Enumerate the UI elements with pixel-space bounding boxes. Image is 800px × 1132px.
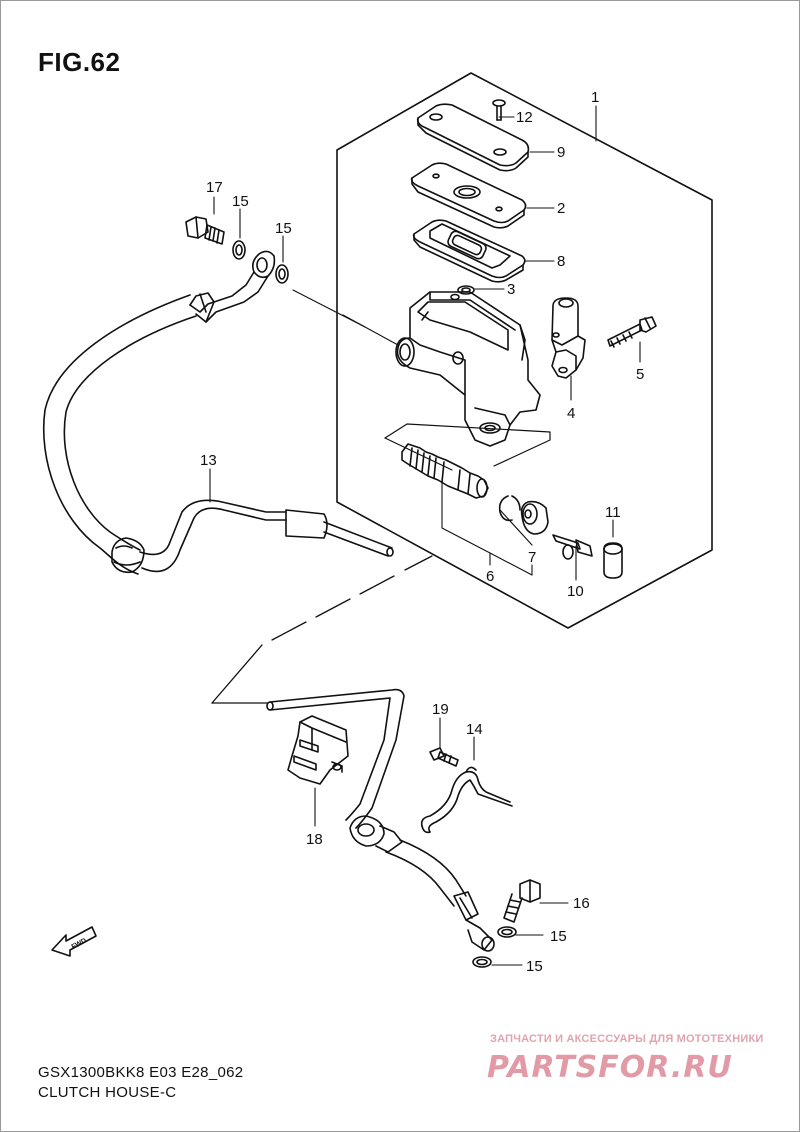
part-13-pipe-lower — [266, 688, 405, 829]
part-14-clip-spring — [420, 766, 513, 834]
callout-4: 4 — [567, 405, 575, 422]
part-6-piston-kit-frame — [384, 423, 551, 471]
part-15-washer-upper-right — [275, 264, 289, 284]
callout-13: 13 — [200, 452, 217, 469]
callout-3: 3 — [507, 281, 515, 298]
section-name: CLUTCH HOUSE-C — [38, 1084, 177, 1101]
part-6-piston — [401, 443, 489, 499]
callout-11: 11 — [605, 504, 621, 521]
callout-15-b: 15 — [275, 220, 292, 237]
part-15-washer-upper-left — [232, 240, 246, 260]
part-8-diaphragm — [412, 219, 526, 283]
watermark-logo-text: PARTSFOR.RU — [487, 1050, 733, 1084]
part-16-banjo-bolt — [503, 879, 541, 923]
watermark-logo: PARTSFOR.RU — [487, 1050, 733, 1084]
callout-labels: 1 12 9 2 8 3 4 5 6 7 10 11 13 14 15 15 1… — [200, 89, 644, 975]
callout-8: 8 — [557, 253, 565, 270]
callout-18: 18 — [306, 831, 323, 848]
part-7-dust-boot — [520, 500, 549, 535]
callout-2: 2 — [557, 200, 565, 217]
part-17-banjo-bolt — [185, 216, 225, 245]
master-cylinder-body — [395, 291, 541, 447]
callout-15-a: 15 — [232, 193, 249, 210]
assembly-outline — [336, 72, 713, 629]
part-5-bolt — [607, 316, 657, 348]
callout-16: 16 — [573, 895, 590, 912]
fwd-arrow-icon — [51, 926, 97, 957]
part-9-reservoir-cap — [416, 103, 530, 172]
part-4-clamp — [551, 297, 586, 379]
callout-9: 9 — [557, 144, 565, 161]
part-19-bolt — [429, 747, 459, 767]
model-code: GSX1300BKK8 E03 E28_062 — [38, 1064, 244, 1081]
callout-7: 7 — [528, 549, 536, 566]
callout-15-c: 15 — [550, 928, 567, 945]
part-12-screw — [492, 99, 506, 121]
part-15-washer-lower-left — [472, 956, 492, 968]
break-indicator-lines — [211, 555, 433, 704]
part-15-washer-lower-right — [497, 926, 517, 938]
upper-clutch-hose — [42, 250, 276, 575]
watermark-tagline: ЗАПЧАСТИ И АКСЕССУАРЫ ДЛЯ МОТОТЕХНИКИ — [490, 1033, 764, 1045]
callout-15-d: 15 — [526, 958, 543, 975]
part-10-push-rod — [552, 534, 593, 560]
lower-clutch-hose — [349, 815, 495, 952]
figure-title: FIG.62 — [38, 47, 121, 77]
callout-17: 17 — [206, 179, 223, 196]
part-11-cap — [603, 542, 623, 579]
part-18-holder — [287, 715, 349, 785]
callout-14: 14 — [466, 721, 483, 738]
callout-12: 12 — [516, 109, 533, 126]
callout-5: 5 — [636, 366, 644, 383]
part-2-plate — [410, 162, 527, 229]
callout-10: 10 — [567, 583, 584, 600]
callout-6: 6 — [486, 568, 494, 585]
part-13-pipe-upper — [139, 499, 394, 573]
callout-1: 1 — [591, 89, 599, 106]
callout-19: 19 — [432, 701, 449, 718]
circlip — [498, 495, 521, 522]
